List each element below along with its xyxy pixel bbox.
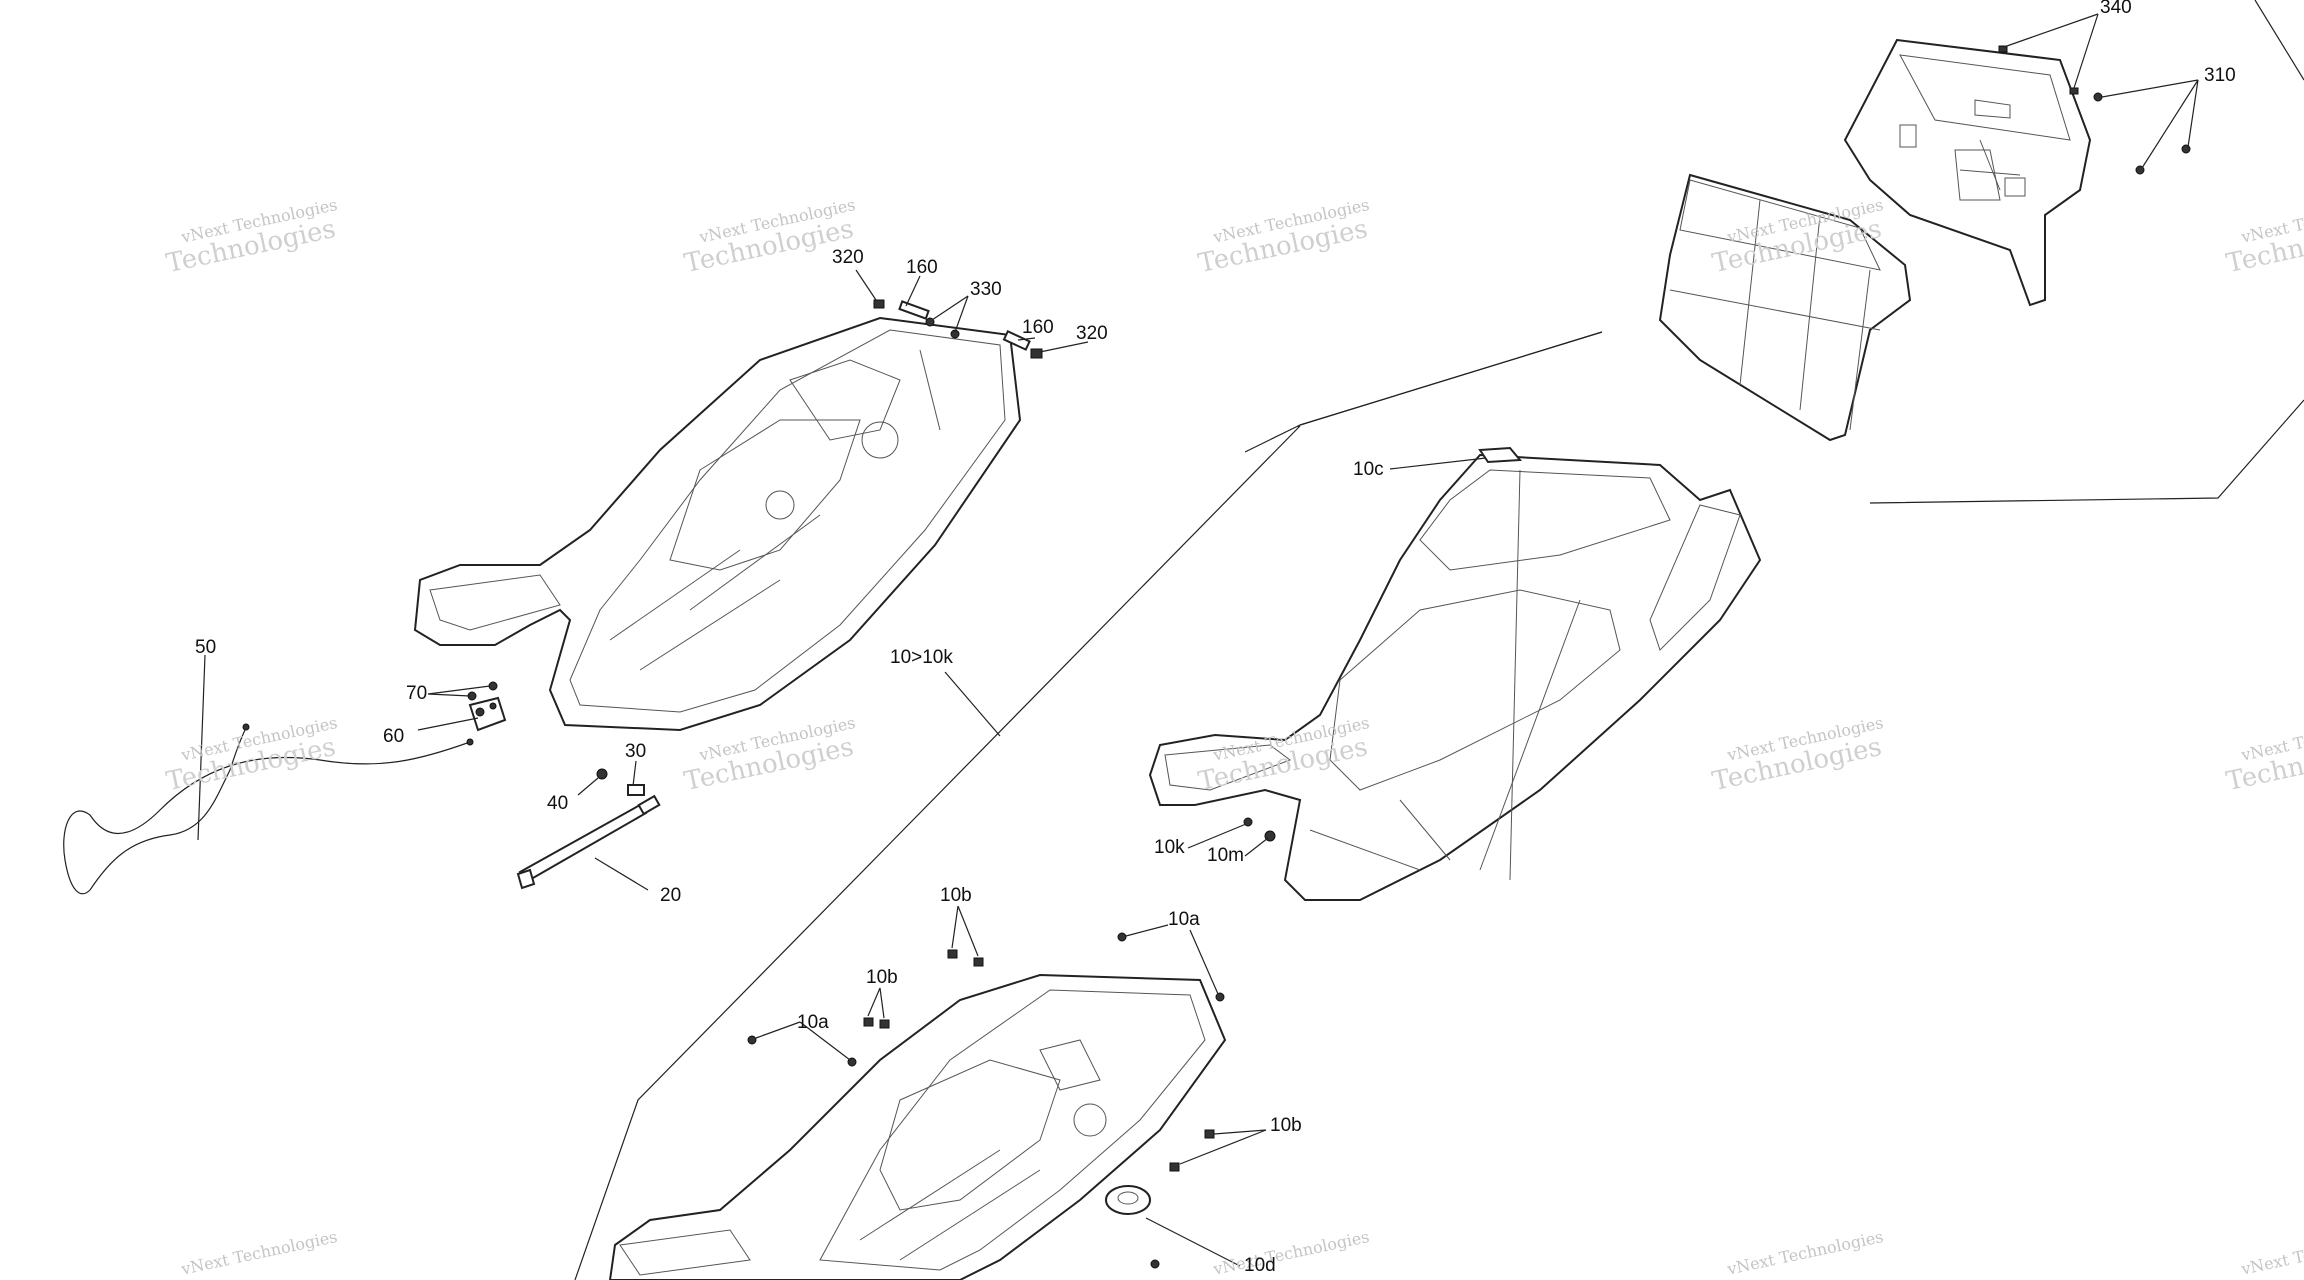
callout-160-right: 160 — [1022, 317, 1054, 338]
callout-10k: 10k — [1154, 837, 1185, 858]
callout-10a-right: 10a — [1168, 909, 1200, 930]
callout-20: 20 — [660, 885, 682, 906]
seat-assembly — [1148, 446, 1762, 901]
assembly-boundary-lines — [574, 0, 2304, 1280]
seat-base-upper — [413, 316, 1022, 732]
seat-rod-assembly — [516, 768, 661, 890]
callout-340: 340 — [2100, 0, 2132, 18]
callout-10d: 10d — [1244, 1255, 1276, 1276]
callout-50: 50 — [195, 637, 217, 658]
callout-70: 70 — [406, 683, 428, 704]
callout-10a-left: 10a — [797, 1012, 829, 1033]
leader-lines-upper-base — [855, 269, 1089, 353]
release-cable — [63, 723, 474, 895]
callout-10b-top: 10b — [940, 885, 972, 906]
callout-10m: 10m — [1207, 845, 1244, 866]
callout-320-right: 320 — [1076, 323, 1108, 344]
callout-10-to-10k: 10>10k — [890, 647, 953, 668]
callout-10b-mid: 10b — [866, 967, 898, 988]
leader-lines-seat — [944, 457, 1487, 857]
callout-10b-lower: 10b — [1270, 1115, 1302, 1136]
seat-base-lower — [608, 973, 1227, 1280]
leader-lines-lower — [755, 905, 1267, 1267]
leader-lines-rod — [577, 760, 649, 891]
leader-lines-top-right — [2003, 13, 2199, 169]
callout-330: 330 — [970, 279, 1002, 300]
fasteners-160-320-330 — [873, 299, 1043, 359]
callout-310: 310 — [2204, 65, 2236, 86]
latch-60-70 — [467, 681, 507, 732]
leader-50 — [197, 654, 206, 841]
leader-lines-60-70 — [417, 685, 491, 731]
backrest-bracket — [1843, 38, 2092, 307]
callout-320-left: 320 — [832, 247, 864, 268]
callout-10c: 10c — [1353, 459, 1384, 480]
speaker-10d — [1105, 1185, 1160, 1269]
callout-60: 60 — [383, 726, 405, 747]
callout-40: 40 — [547, 793, 569, 814]
backrest-cushion — [1658, 173, 1912, 442]
fasteners-10a-10b — [747, 932, 1225, 1172]
callout-160-left: 160 — [906, 257, 938, 278]
callout-30: 30 — [625, 741, 647, 762]
fasteners-10k-10m — [1243, 817, 1276, 842]
fasteners-310-340 — [1998, 45, 2191, 175]
